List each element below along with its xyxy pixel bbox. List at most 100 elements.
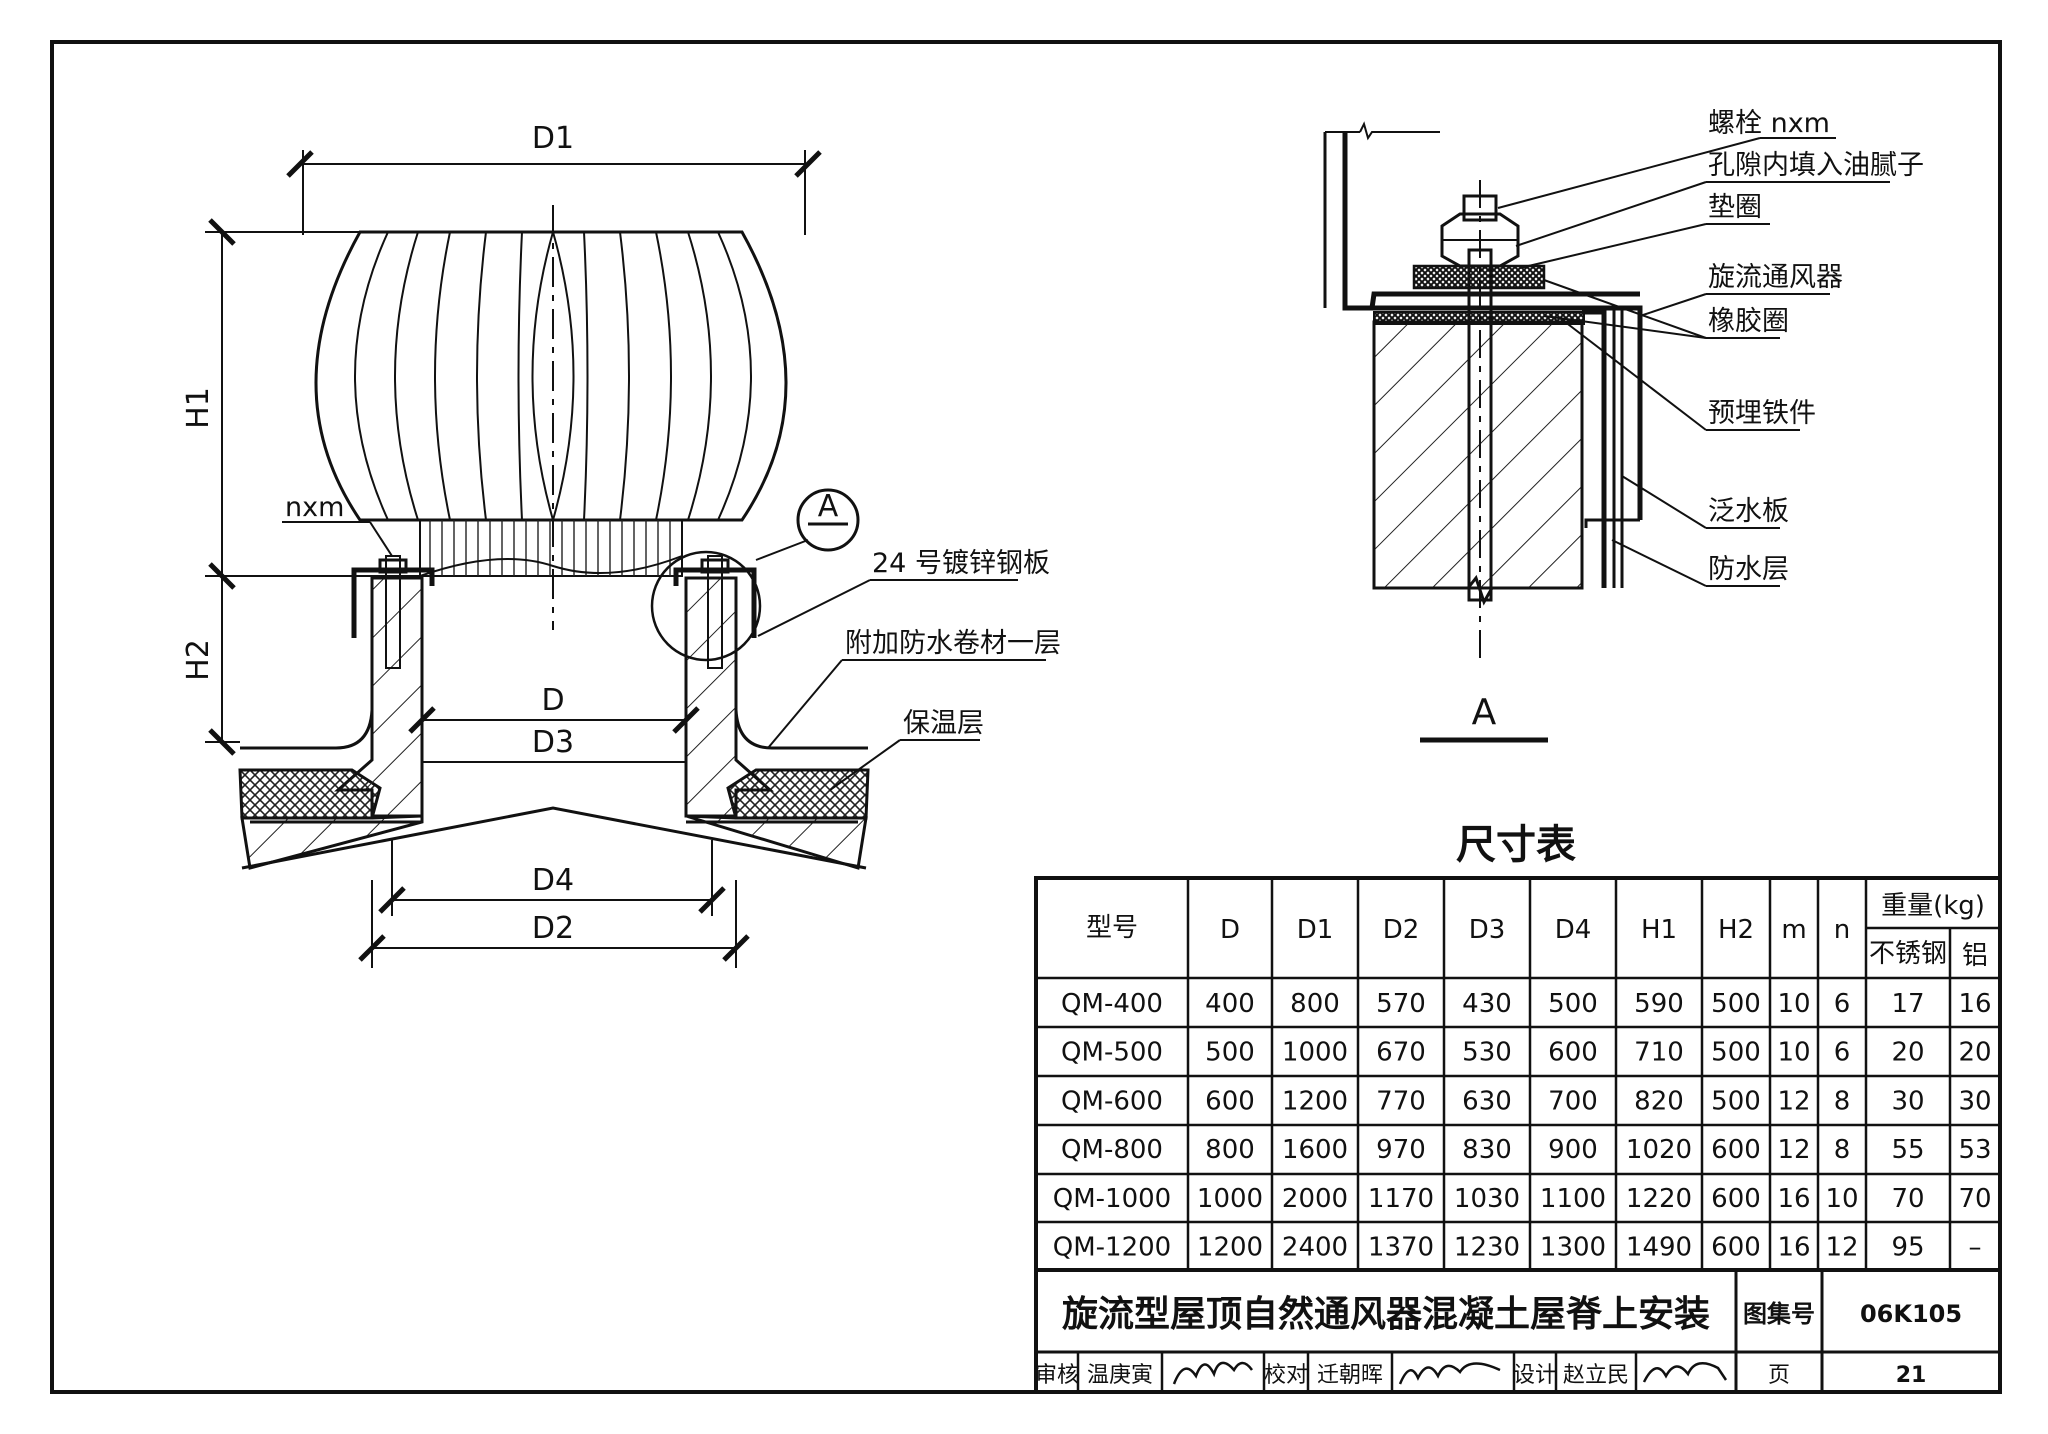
- detail-mark-label: A: [818, 489, 839, 524]
- detail-circle: [650, 550, 762, 662]
- detail-putty-label: 孔隙内填入油腻子: [1708, 150, 1924, 181]
- table-cell: 600: [1711, 1135, 1761, 1165]
- hdr-aluminum: 铝: [1962, 941, 1988, 971]
- table-cell: 1200: [1282, 1086, 1348, 1116]
- detail-embedded-label: 预埋铁件: [1708, 398, 1816, 429]
- table-cell: 53: [1958, 1135, 1991, 1165]
- table-cell: 600: [1548, 1038, 1598, 1068]
- table-cell: 500: [1711, 989, 1761, 1019]
- bolt-left: [378, 555, 408, 669]
- roof-slab-left: [240, 814, 424, 870]
- table-cell: 8: [1834, 1135, 1851, 1165]
- table-cell: 1600: [1282, 1135, 1348, 1165]
- table-cell: 1230: [1454, 1233, 1520, 1263]
- detail-bolt-label: 螺栓 nxm: [1708, 108, 1830, 139]
- table-cell-model: QM-500: [1061, 1038, 1163, 1068]
- table-cell-model: QM-1200: [1053, 1233, 1171, 1263]
- table-cell: 20: [1891, 1038, 1924, 1068]
- checker-name: 迁朝晖: [1317, 1363, 1383, 1388]
- table-cell: 10: [1777, 1038, 1810, 1068]
- hdr-d: D: [1220, 915, 1240, 945]
- table-cell: 600: [1711, 1233, 1761, 1263]
- table-cell: 500: [1711, 1038, 1761, 1068]
- table-cell: 1300: [1540, 1233, 1606, 1263]
- table-cell: 1000: [1197, 1184, 1263, 1214]
- hdr-stainless: 不锈钢: [1869, 939, 1947, 969]
- table-cell: 1020: [1626, 1135, 1692, 1165]
- dim-h2-label: H2: [181, 639, 216, 681]
- title-block: 旋流型屋顶自然通风器混凝土屋脊上安装 图集号 06K105 审核 温庚寅 校对 …: [1034, 1268, 2002, 1394]
- table-cell: 2400: [1282, 1233, 1348, 1263]
- table-cell: 70: [1958, 1184, 1991, 1214]
- hdr-h2: H2: [1718, 915, 1754, 945]
- table-cell: 16: [1777, 1233, 1810, 1263]
- table-cell: 12: [1777, 1086, 1810, 1116]
- table-cell: 530: [1462, 1038, 1512, 1068]
- table-cell: 10: [1777, 989, 1810, 1019]
- hdr-m: m: [1781, 915, 1806, 945]
- table-cell: 500: [1711, 1086, 1761, 1116]
- table-cell: 55: [1891, 1135, 1924, 1165]
- table-cell: 1220: [1626, 1184, 1692, 1214]
- detail-flashing-label: 泛水板: [1708, 496, 1789, 527]
- detail-mark-bubble: [796, 488, 860, 552]
- table-cell: 590: [1634, 989, 1684, 1019]
- table-cell: 570: [1376, 989, 1426, 1019]
- galvanized-plate-label: 24 号镀锌钢板: [872, 548, 1050, 579]
- hdr-weight: 重量(kg): [1881, 891, 1985, 921]
- table-cell: 400: [1205, 989, 1255, 1019]
- table-cell: 6: [1834, 1038, 1851, 1068]
- table-cell: 820: [1634, 1086, 1684, 1116]
- checker-signature: [1398, 1362, 1501, 1385]
- hdr-d2: D2: [1383, 915, 1420, 945]
- table-cell: 1100: [1540, 1184, 1606, 1214]
- curb-right: [684, 576, 774, 818]
- table-cell: 970: [1376, 1135, 1426, 1165]
- table-cell: 30: [1958, 1086, 1991, 1116]
- curb-left: [334, 576, 424, 818]
- table-cell: 17: [1891, 989, 1924, 1019]
- table-cell: 600: [1711, 1184, 1761, 1214]
- detail-title: A: [1472, 692, 1497, 733]
- detail-ventilator-label: 旋流通风器: [1708, 262, 1843, 293]
- hdr-d3: D3: [1469, 915, 1506, 945]
- table-cell: 2000: [1282, 1184, 1348, 1214]
- table-title: 尺寸表: [1456, 822, 1576, 868]
- bolt-right: [700, 555, 730, 669]
- page-number: 21: [1896, 1363, 1927, 1388]
- table-cell: 500: [1548, 989, 1598, 1019]
- reviewer-signature: [1172, 1361, 1254, 1385]
- table-cell: 1030: [1454, 1184, 1520, 1214]
- dim-d1-label: D1: [532, 121, 574, 156]
- reviewer-name: 温庚寅: [1087, 1363, 1153, 1388]
- table-cell-model: QM-1000: [1053, 1184, 1171, 1214]
- dim-d2-label: D2: [532, 911, 574, 946]
- table-cell: 1200: [1197, 1233, 1263, 1263]
- drawing-title: 旋流型屋顶自然通风器混凝土屋脊上安装: [1062, 1293, 1710, 1335]
- insulation-label: 保温层: [903, 708, 984, 739]
- dim-d-label: D: [541, 683, 564, 718]
- table-cell: 12: [1825, 1233, 1858, 1263]
- check-label: 校对: [1264, 1363, 1308, 1388]
- table-cell: 430: [1462, 989, 1512, 1019]
- dim-d4-label: D4: [532, 863, 574, 898]
- detail-rubber-label: 橡胶圈: [1708, 306, 1789, 337]
- table-cell-model: QM-800: [1061, 1135, 1163, 1165]
- hdr-n: n: [1834, 915, 1850, 945]
- table-cell: 1170: [1368, 1184, 1434, 1214]
- table-cell: 20: [1958, 1038, 1991, 1068]
- table-cell-model: QM-400: [1061, 989, 1163, 1019]
- atlas-label: 图集号: [1743, 1300, 1815, 1328]
- table-cell: 1000: [1282, 1038, 1348, 1068]
- table-cell: 10: [1825, 1184, 1858, 1214]
- hdr-d1: D1: [1297, 915, 1334, 945]
- table-cell: 1490: [1626, 1233, 1692, 1263]
- detail-waterproof-label: 防水层: [1708, 554, 1789, 585]
- detail-concrete: [1372, 320, 1584, 590]
- table-cell: 670: [1376, 1038, 1426, 1068]
- dim-d3-label: D3: [532, 725, 574, 760]
- table-cell-model: QM-600: [1061, 1086, 1163, 1116]
- table-cell: 95: [1891, 1233, 1924, 1263]
